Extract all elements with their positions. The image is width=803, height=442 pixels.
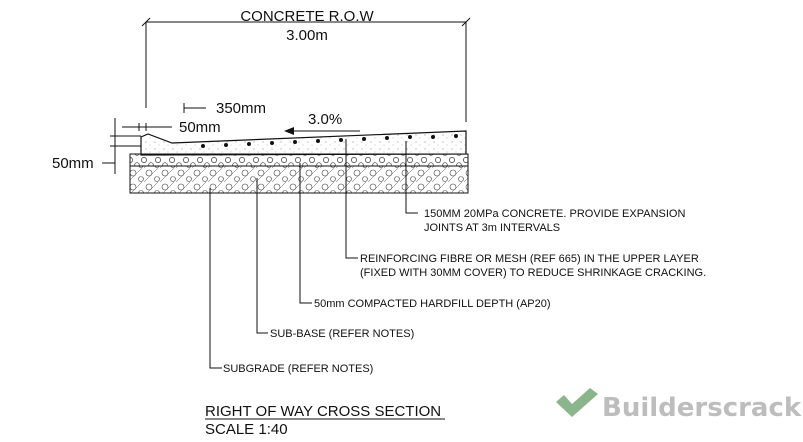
row-label: CONCRETE R.O.W	[240, 8, 374, 25]
drawing-scale: SCALE 1:40	[205, 421, 288, 438]
note-subgrade: SUBGRADE (REFER NOTES)	[223, 363, 373, 375]
dim-50-side-label: 50mm	[52, 155, 94, 172]
note-concrete-line2: JOINTS AT 3m INTERVALS	[424, 222, 560, 234]
hardfill-layer	[129, 153, 469, 167]
note-hardfill: 50mm COMPACTED HARDFILL DEPTH (AP20)	[314, 298, 551, 310]
drawing-title: RIGHT OF WAY CROSS SECTION	[205, 403, 441, 420]
note-reinforcing-line1: REINFORCING FIBRE OR MESH (REF 665) IN T…	[360, 253, 699, 265]
slope-label: 3.0%	[308, 111, 342, 128]
leader-lines	[209, 139, 418, 369]
row-width: 3.00m	[286, 27, 328, 44]
subgrade-layer	[129, 165, 469, 194]
note-concrete-line1: 150MM 20MPa CONCRETE. PROVIDE EXPANSION	[424, 208, 685, 220]
dim-50-top-label: 50mm	[179, 119, 221, 136]
row-dimension	[141, 17, 471, 122]
checkmark-logo-icon	[556, 388, 598, 417]
watermark-text: Builderscrack	[602, 393, 802, 423]
dim-350-label: 350mm	[216, 100, 266, 117]
note-subbase: SUB-BASE (REFER NOTES)	[270, 328, 414, 340]
note-reinforcing-line2: (FIXED WITH 30MM COVER) TO REDUCE SHRINK…	[360, 267, 706, 279]
slope-arrow-head	[284, 127, 294, 135]
concrete-slab	[140, 130, 467, 156]
reinforcing-dots	[201, 134, 458, 148]
